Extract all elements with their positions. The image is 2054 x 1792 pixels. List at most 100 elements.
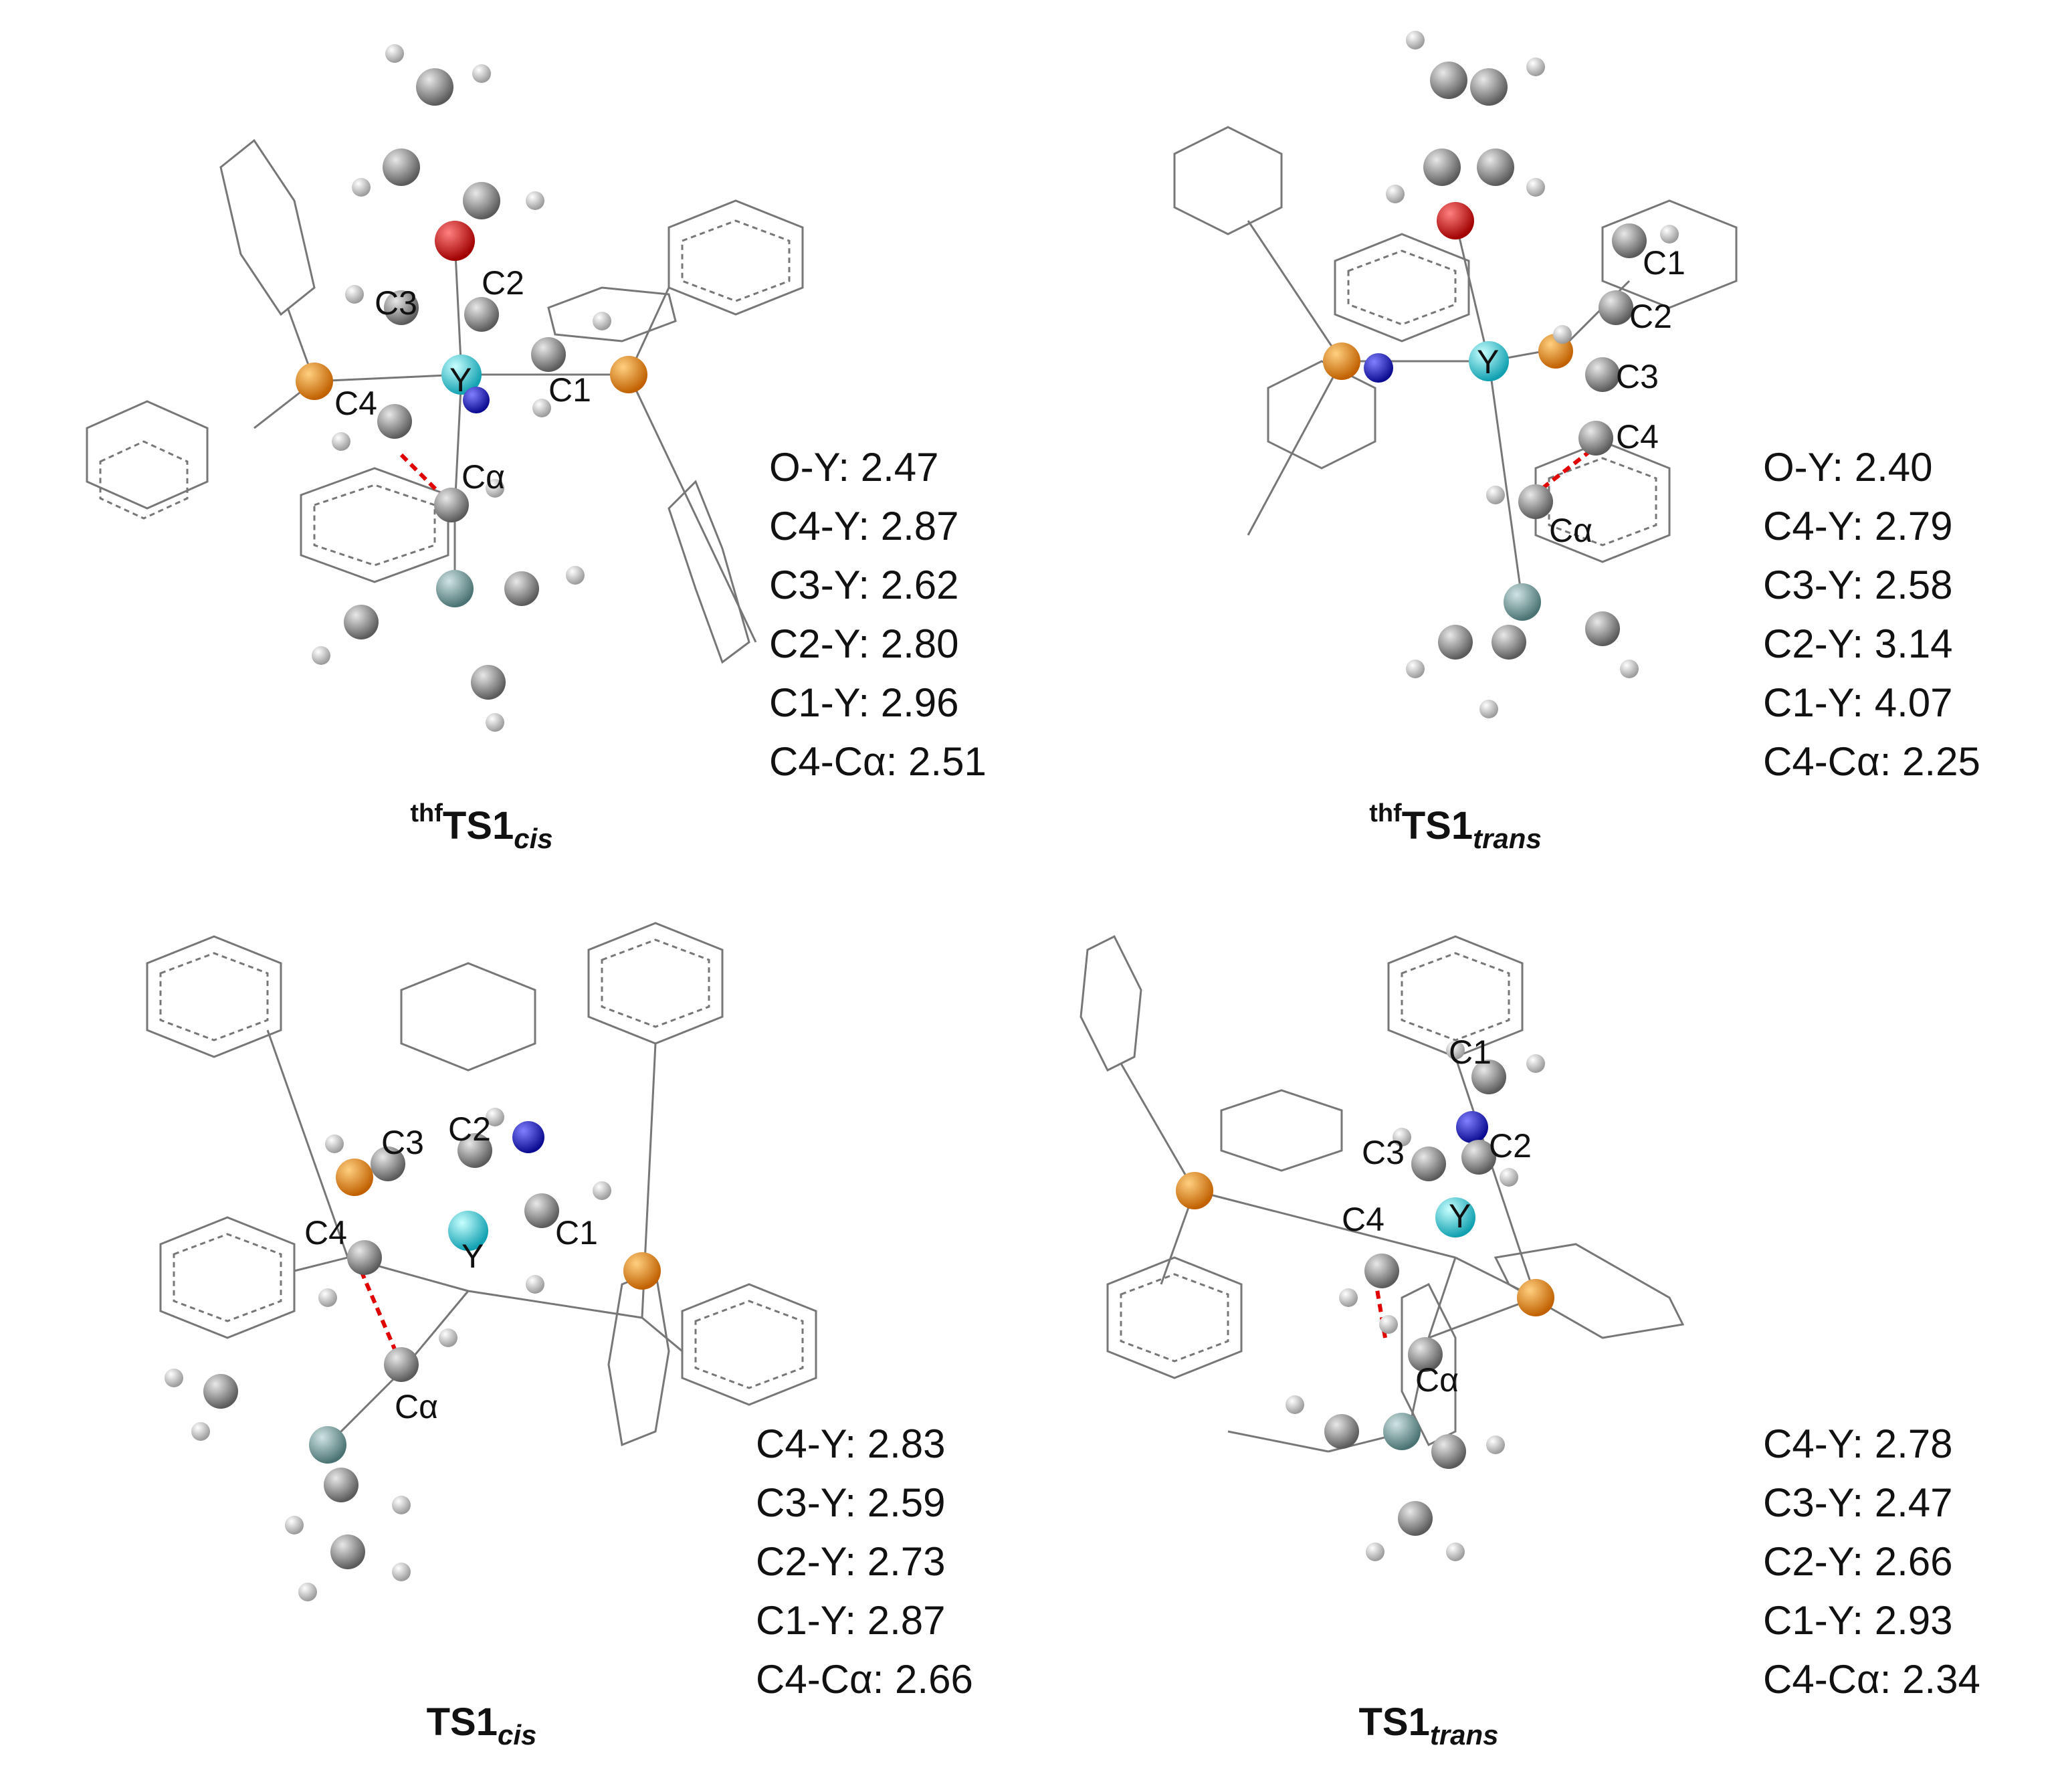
phosphorus-atom <box>336 1159 373 1196</box>
label-c4: C4 <box>1342 1201 1384 1238</box>
hydrogen-atom <box>298 1583 317 1601</box>
phosphorus-atom <box>1323 342 1360 380</box>
distance-value: C1-Y: 2.96 <box>769 680 959 725</box>
hydrogen-atom <box>1393 1128 1411 1147</box>
carbon-atom <box>1492 625 1526 660</box>
silicon-atom <box>309 1426 346 1464</box>
hydrogen-atom <box>1366 1542 1384 1561</box>
label-ca: Cα <box>395 1388 438 1425</box>
label-y: Y <box>461 1237 484 1275</box>
carbon-atom <box>203 1374 238 1409</box>
hydrogen-atom <box>1660 225 1679 243</box>
molecule-thf-ts1-cis: C3 C2 C1 C4 Y Cα <box>86 44 804 732</box>
hydrogen-atom <box>1446 1041 1465 1060</box>
carbon-atom-ca <box>1408 1337 1443 1372</box>
phenyl-ring <box>681 1283 817 1406</box>
hydrogen-atom <box>392 1563 411 1581</box>
silicon-atom <box>1504 583 1541 621</box>
hydrogen-atom <box>566 566 585 585</box>
phosphorus-atom <box>296 363 333 400</box>
phosphorus-atom <box>1517 1279 1554 1316</box>
panel-thf-ts1-cis: C3 C2 C1 C4 Y Cα O-Y: 2.47 C4-Y: 2.87 C3… <box>0 0 1027 896</box>
distance-value: C4-Y: 2.79 <box>1763 504 1953 549</box>
label-c3: C3 <box>1616 358 1659 395</box>
distance-value: O-Y: 2.40 <box>1763 445 1933 490</box>
phenyl-ring <box>1220 1089 1343 1172</box>
distance-value: C2-Y: 3.14 <box>1763 621 1953 666</box>
phosphorus-atom <box>610 356 647 393</box>
carbon-atom <box>1430 62 1467 99</box>
carbon-atom-ca <box>1518 484 1553 519</box>
phenyl-ring <box>547 286 677 342</box>
phenyl-ring-aromatic <box>601 938 710 1028</box>
phenyl-ring <box>86 400 209 510</box>
hydrogen-atom <box>285 1516 304 1534</box>
hydrogen-atom <box>472 64 491 83</box>
panel-caption: thfTS1cis <box>410 799 553 854</box>
panel-caption: thfTS1trans <box>1369 799 1542 854</box>
distance-value: C1-Y: 2.87 <box>756 1598 946 1643</box>
distance-value: C3-Y: 2.62 <box>769 563 959 607</box>
hydrogen-atom <box>1526 1054 1545 1073</box>
label-c1: C1 <box>1449 1033 1492 1071</box>
phenyl-ring <box>1080 934 1142 1072</box>
phenyl-ring <box>1387 935 1524 1058</box>
hydrogen-atom <box>325 1134 344 1153</box>
hydrogen-atom <box>1486 1435 1505 1454</box>
hydrogen-atom <box>593 312 611 330</box>
distance-value: C1-Y: 2.93 <box>1763 1598 1953 1643</box>
label-c2: C2 <box>1629 298 1672 335</box>
distance-value: C4-Cα: 2.25 <box>1763 739 1980 784</box>
distance-value: C2-Y: 2.66 <box>1763 1539 1953 1584</box>
molecule-ts1-trans: C1 C2 C3 C4 Y Cα <box>1080 934 1685 1561</box>
carbon-atom-c4 <box>1364 1254 1399 1288</box>
phenyl-ring-aromatic <box>694 1300 804 1389</box>
nitrogen-atom <box>463 387 490 413</box>
phenyl-ring-aromatic <box>173 1233 282 1322</box>
phenyl-ring-aromatic <box>1347 250 1457 326</box>
phenyl-ring-aromatic <box>159 952 269 1041</box>
carbon-atom-c1 <box>1471 1060 1506 1094</box>
label-c2: C2 <box>482 264 524 302</box>
hydrogen-atom <box>352 178 371 197</box>
molecule-ts1-cis: C3 C2 C1 C4 Y Cα <box>146 922 817 1601</box>
hydrogen-atom <box>332 432 350 451</box>
carbon-atom <box>383 148 420 186</box>
phenyl-ring <box>607 1269 670 1447</box>
phenyl-ring <box>159 1216 296 1339</box>
molecule-thf-ts1-trans: C1 C2 C3 C4 Y Cα <box>1173 31 1738 718</box>
carbon-atom-ca <box>384 1347 419 1382</box>
label-c3: C3 <box>381 1124 424 1161</box>
carbon-atom-c1 <box>524 1193 559 1228</box>
yttrium-atom <box>1469 341 1509 381</box>
hydrogen-atom <box>486 479 504 498</box>
label-c3: C3 <box>1362 1134 1405 1171</box>
carbon-atom-c3 <box>1585 357 1620 392</box>
oxygen-atom <box>435 221 475 261</box>
distance-value: C4-Cα: 2.51 <box>769 739 987 784</box>
carbon-atom-c4 <box>377 404 412 439</box>
phenyl-ring-aromatic <box>681 219 791 302</box>
distance-value: C3-Y: 2.47 <box>1763 1480 1953 1525</box>
phenyl-ring <box>1334 233 1470 342</box>
distance-list: C4-Y: 2.83 C3-Y: 2.59 C2-Y: 2.73 C1-Y: 2… <box>756 1415 973 1709</box>
label-c4: C4 <box>334 385 377 422</box>
distance-value: C1-Y: 4.07 <box>1763 680 1953 725</box>
label-c4: C4 <box>1616 418 1659 456</box>
hydrogen-atom <box>439 1328 457 1347</box>
phenyl-ring <box>667 199 804 316</box>
hydrogen-atom <box>392 1496 411 1514</box>
carbon-atom-c3 <box>1411 1147 1446 1181</box>
yttrium-atom <box>448 1211 488 1251</box>
label-c2: C2 <box>448 1110 491 1148</box>
phenyl-ring <box>1173 126 1283 235</box>
hydrogen-atom <box>486 1108 504 1126</box>
carbon-atom-c2 <box>457 1133 492 1168</box>
hydrogen-atom <box>1406 31 1425 49</box>
hydrogen-atom <box>345 285 364 304</box>
hydrogen-atom <box>532 399 551 417</box>
phenyl-ring <box>219 138 316 316</box>
carbon-atom-c3 <box>384 290 419 325</box>
phenyl-ring-aromatic <box>313 484 436 567</box>
distance-list: O-Y: 2.47 C4-Y: 2.87 C3-Y: 2.62 C2-Y: 2.… <box>769 438 987 791</box>
